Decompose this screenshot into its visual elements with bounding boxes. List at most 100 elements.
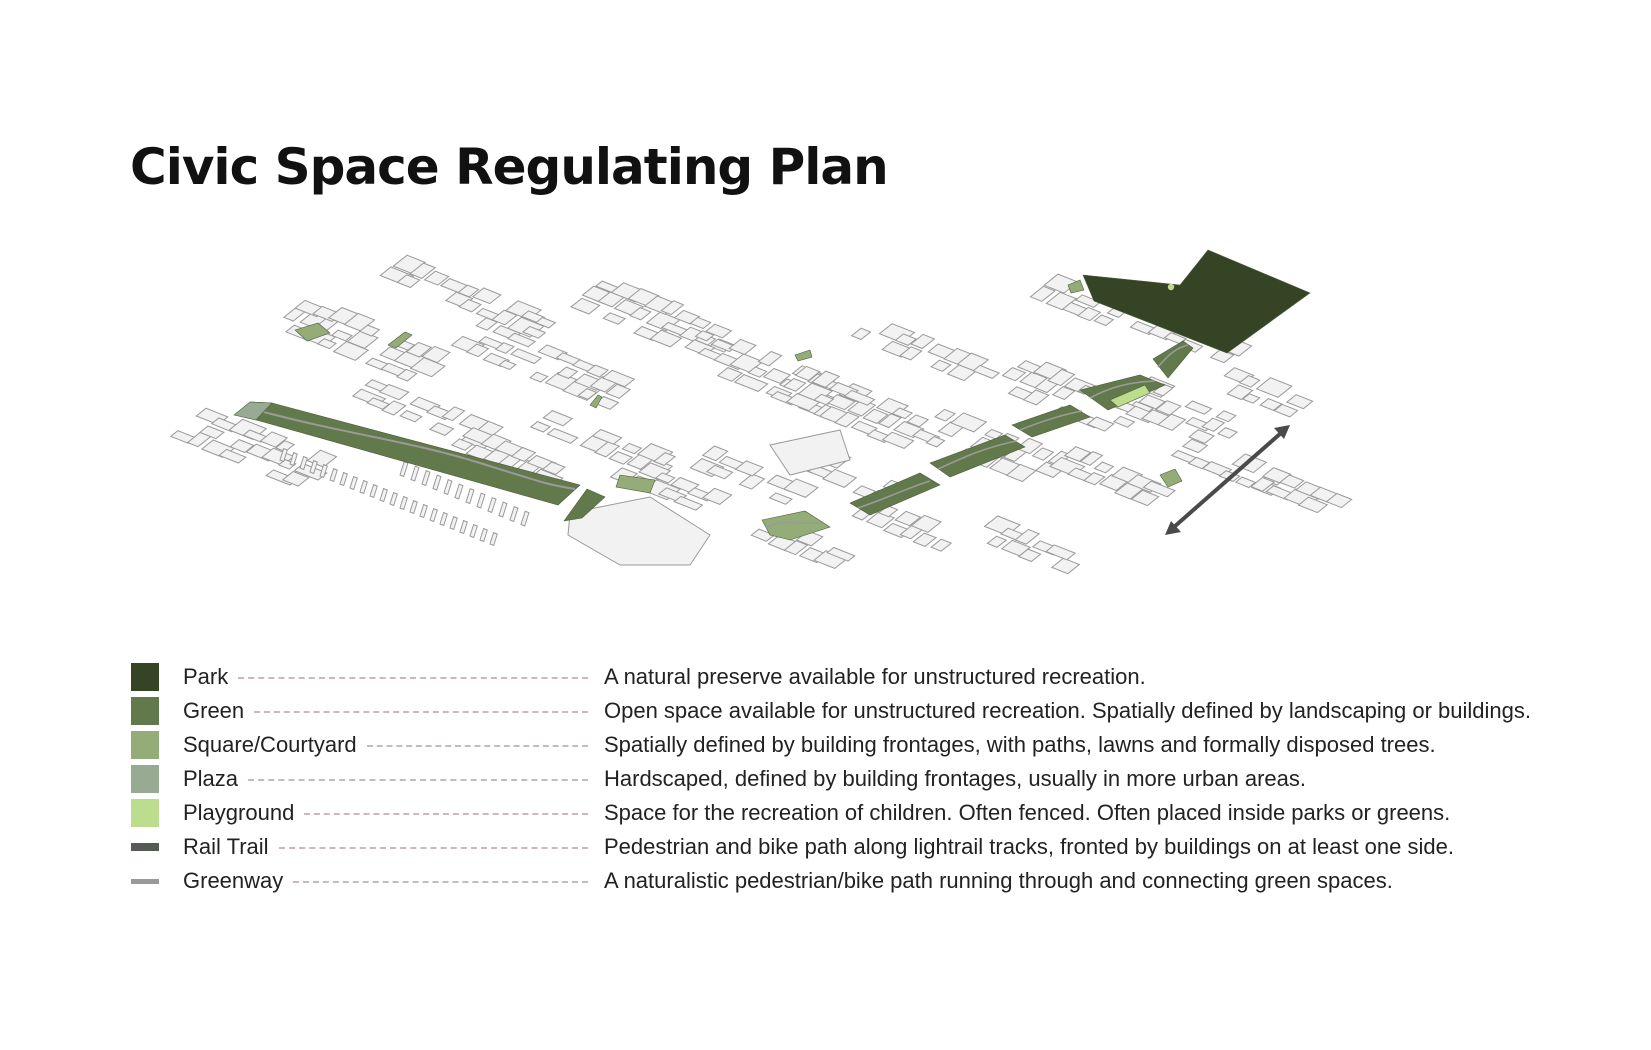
building-footprint — [881, 431, 915, 449]
building-footprint — [649, 329, 683, 348]
building-footprint — [409, 357, 446, 378]
building-footprint — [450, 438, 474, 451]
building-footprint — [716, 367, 744, 382]
legend-leader-line — [366, 745, 588, 747]
building-footprint — [479, 527, 488, 543]
green-space — [1079, 374, 1166, 411]
building-footprint — [339, 471, 348, 487]
building-footprint — [274, 440, 296, 453]
civic-spaces — [233, 249, 1311, 541]
building-footprint — [738, 473, 766, 490]
legend-label: Green — [183, 698, 245, 723]
building-footprint — [850, 327, 872, 341]
building-footprint — [410, 465, 420, 482]
building-footprint — [794, 365, 821, 382]
building-footprint — [309, 459, 318, 475]
building-footprint — [925, 435, 946, 448]
building-footprint — [343, 312, 376, 332]
building-footprint — [379, 487, 388, 503]
building-footprint — [487, 497, 497, 514]
building-footprint — [1093, 314, 1115, 327]
building-footprint — [1273, 403, 1299, 418]
building-footprint — [577, 388, 598, 400]
double-headed-arrow — [1165, 425, 1290, 535]
building-footprint — [811, 370, 841, 388]
building-footprint — [349, 475, 358, 491]
building-footprint — [1184, 400, 1213, 415]
building-footprint — [826, 546, 856, 562]
building-footprint — [289, 451, 298, 467]
building-footprint — [689, 316, 712, 330]
greenway-path — [1157, 344, 1189, 368]
building-footprint — [510, 446, 537, 462]
building-footprint — [701, 487, 733, 505]
building-footprint — [986, 535, 1008, 548]
building-footprint — [1045, 544, 1077, 561]
legend-description: A naturalistic pedestrian/bike path runn… — [602, 868, 1393, 894]
building-footprint — [1137, 394, 1166, 410]
building-footprint — [465, 343, 490, 358]
building-footprint — [1154, 400, 1182, 416]
building-footprint — [608, 451, 634, 465]
green-space — [1011, 404, 1091, 438]
building-footprint — [733, 374, 769, 392]
legend-swatch-cell — [131, 728, 183, 762]
greenway-path — [1019, 410, 1083, 431]
building-footprint — [593, 441, 621, 458]
building-footprint — [813, 393, 835, 406]
legend-description: Hardscaped, defined by building frontage… — [602, 766, 1306, 792]
building-footprint — [419, 503, 428, 519]
building-footprint — [850, 420, 878, 435]
legend-description: Pedestrian and bike path along lightrail… — [602, 834, 1454, 860]
building-footprint — [423, 270, 450, 286]
building-footprint — [906, 414, 930, 428]
building-footprint — [1142, 480, 1176, 498]
building-footprint — [1215, 410, 1237, 423]
building-footprint — [497, 359, 517, 371]
legend-leader-line — [238, 677, 589, 679]
building-footprint — [469, 523, 478, 539]
square-courtyard — [387, 331, 413, 349]
building-footprint — [654, 472, 676, 484]
building-footprint — [602, 312, 627, 325]
legend-swatch-square-courtyard — [131, 731, 159, 759]
building-footprint — [476, 492, 486, 509]
building-footprint — [1201, 417, 1226, 432]
plaza — [233, 401, 273, 421]
building-footprint — [399, 410, 423, 423]
building-footprint — [229, 439, 255, 454]
building-footprint — [930, 359, 952, 372]
building-footprint — [399, 495, 408, 511]
building-footprint — [459, 519, 468, 535]
building-footprint — [498, 501, 508, 518]
legend-label: Playground — [183, 800, 295, 825]
legend-swatch-cell — [131, 830, 183, 864]
arrow-head-sw — [1165, 521, 1181, 535]
building-footprint — [396, 274, 421, 289]
building-footprint — [409, 262, 437, 279]
legend-swatch-greenway — [131, 878, 159, 884]
building-footprint — [910, 333, 936, 350]
building-footprint — [1015, 437, 1044, 455]
building-footprint — [454, 483, 464, 500]
building-footprint — [359, 479, 368, 495]
building-footprint — [1051, 386, 1076, 400]
building-footprint — [542, 410, 574, 427]
legend-leader-line — [278, 847, 588, 849]
building-footprint — [465, 488, 475, 505]
building-footprint — [405, 341, 433, 358]
building-footprint — [629, 307, 652, 321]
building-footprint — [1163, 332, 1187, 345]
building-footprint — [259, 431, 289, 448]
building-footprint — [510, 348, 543, 365]
building-footprint — [1325, 492, 1353, 509]
legend-leader-line — [293, 881, 589, 883]
building-footprint — [701, 445, 729, 462]
legend-label: Greenway — [183, 868, 284, 893]
greenway-path — [857, 480, 931, 509]
building-footprint — [494, 342, 515, 354]
legend-swatch-plaza — [131, 765, 159, 793]
building-footprint — [694, 330, 715, 342]
isometric-map — [169, 249, 1353, 575]
